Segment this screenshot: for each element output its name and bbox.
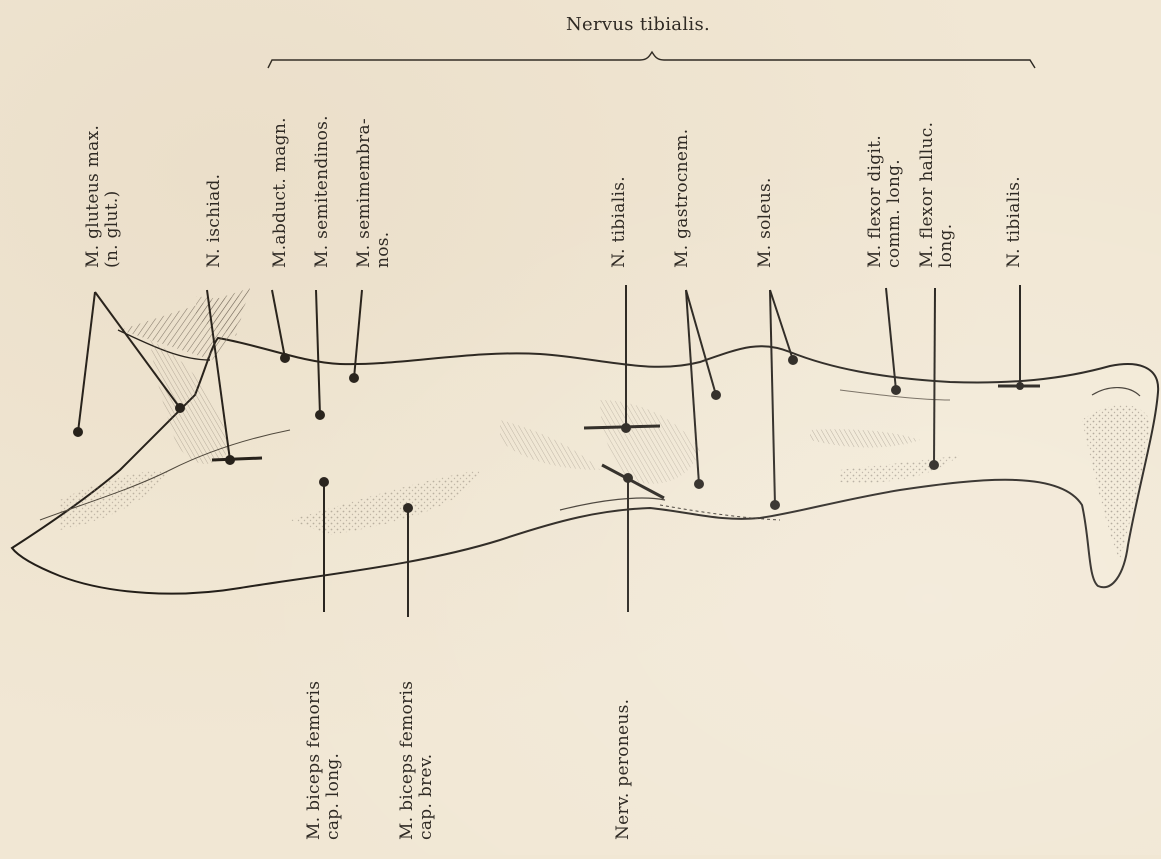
tibial-bracket (268, 52, 1035, 68)
label-soleus: M. soleus. (756, 177, 775, 268)
label-n-tibialis-distal: N. tibialis. (1005, 176, 1024, 268)
label-biceps-brev: M. biceps femoris cap. brev. (398, 681, 436, 840)
label-semimembranos: M. semimembra- nos. (355, 118, 393, 268)
label-abduct-magn: M.abduct. magn. (271, 117, 290, 268)
label-flexor-digit: M. flexor digit. comm. long. (866, 135, 904, 268)
figure-title: Nervus tibialis. (566, 14, 710, 35)
label-semitendinos: M. semitendinos. (313, 115, 332, 268)
label-n-tibialis-mid: N. tibialis. (610, 176, 629, 268)
label-peroneus: Nerv. peroneus. (614, 699, 633, 840)
label-flexor-halluc: M. flexor halluc. long. (918, 122, 956, 268)
label-n-ischiad: N. ischiad. (205, 174, 224, 268)
label-biceps-long: M. biceps femoris cap. long. (305, 681, 343, 840)
label-gastrocnem: M. gastrocnem. (673, 129, 692, 268)
label-gluteus-max: M. gluteus max. (n. glut.) (84, 125, 122, 268)
